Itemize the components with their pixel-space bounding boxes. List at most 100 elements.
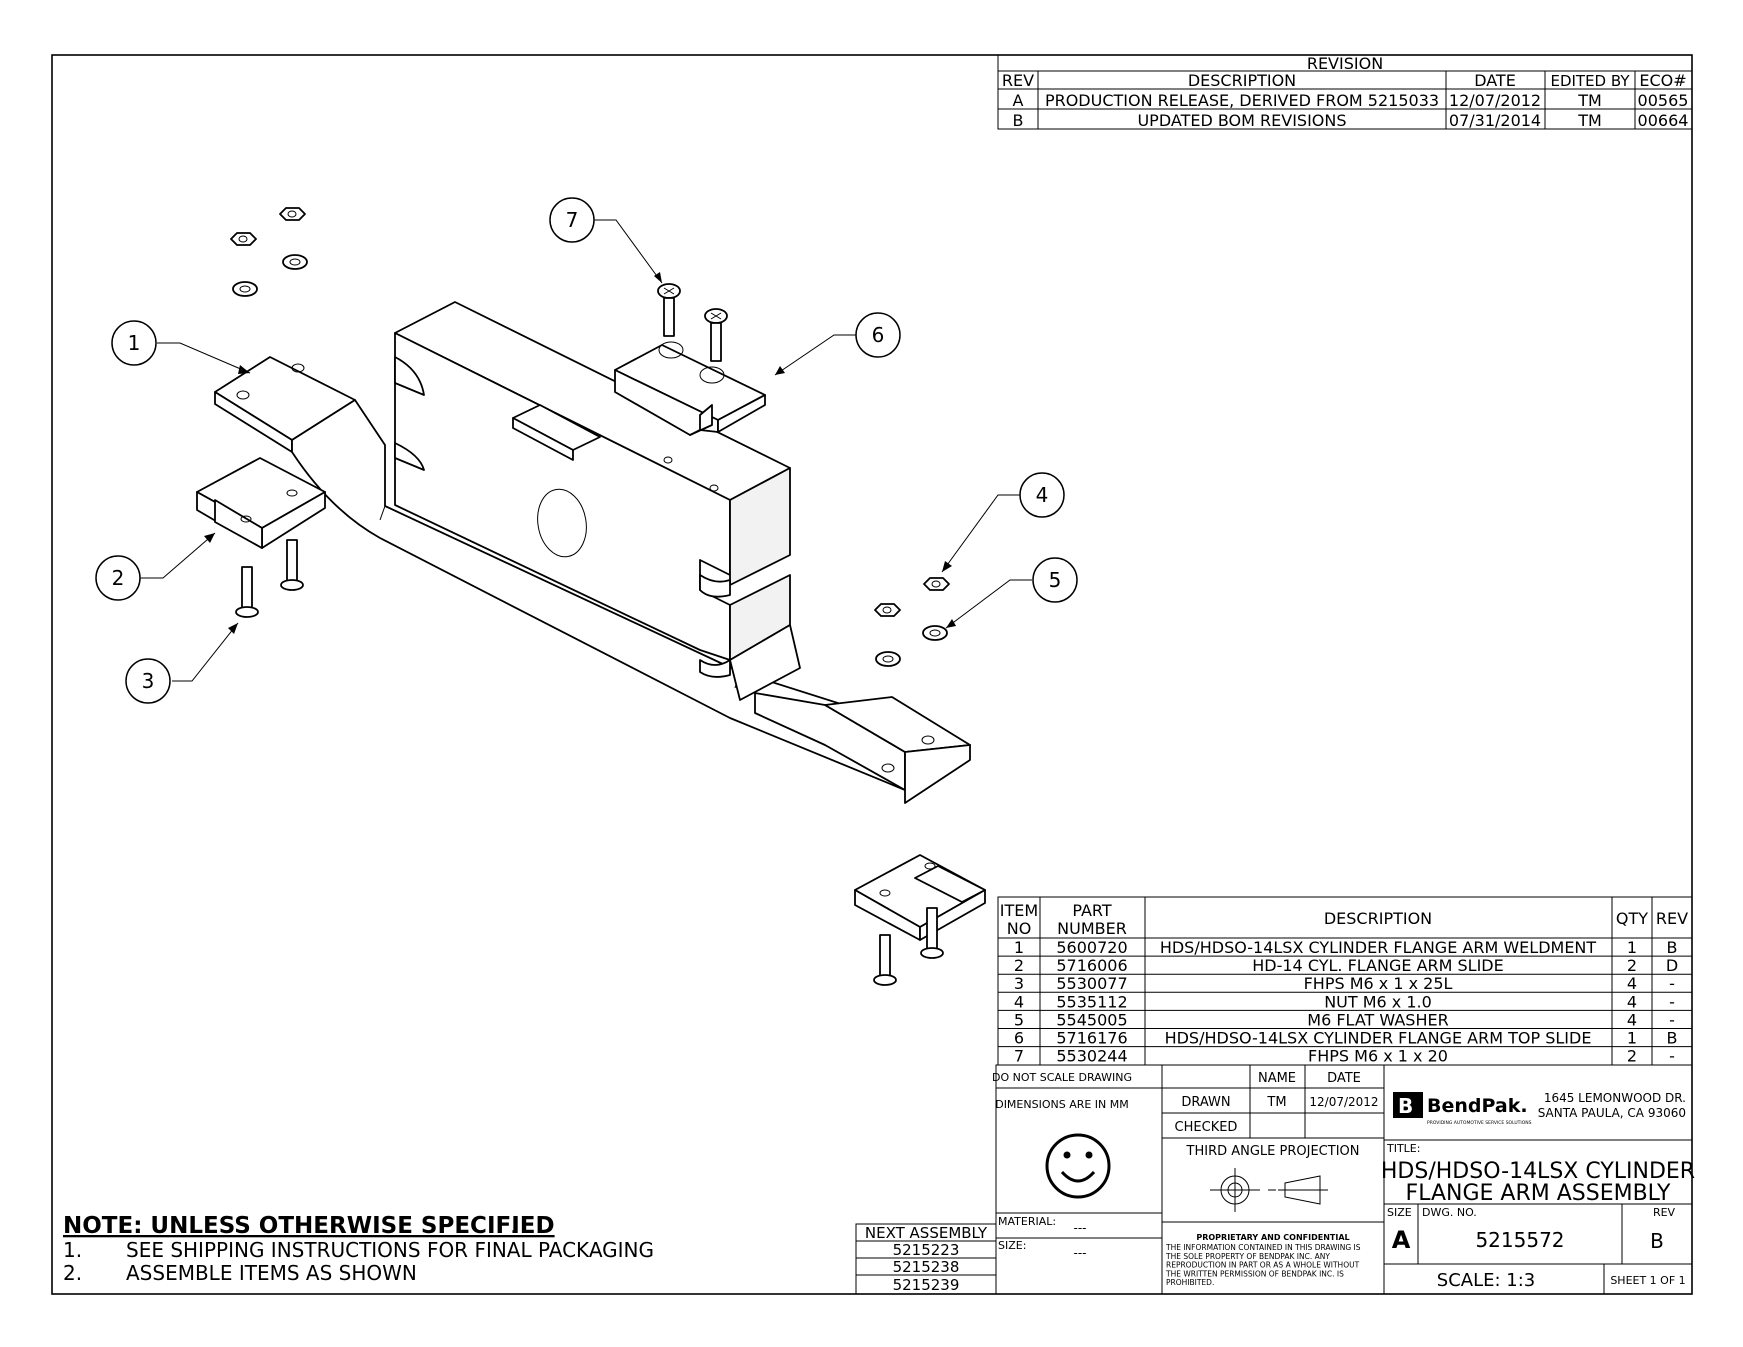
revision-cell: 00565: [1638, 91, 1689, 110]
bom-cell: 7: [1014, 1047, 1024, 1066]
bom-cell: HDS/HDSO-14LSX CYLINDER FLANGE ARM WELDM…: [1160, 938, 1597, 957]
bom-cell: 3: [1014, 974, 1024, 993]
bendpak-logo: B BendPak. PROVIDING AUTOMOTIVE SERVICE …: [1393, 1092, 1532, 1126]
drawing-title-line-2: FLANGE ARM ASSEMBLY: [1406, 1181, 1671, 1206]
sheet-number: SHEET 1 OF 1: [1610, 1274, 1685, 1287]
washer-right-a: [922, 625, 948, 641]
next-assembly-item: 5215223: [893, 1241, 960, 1259]
nut-right-b: [874, 603, 901, 617]
washer-top-left-b: [232, 281, 258, 297]
rev-header-eco: ECO#: [1639, 71, 1686, 90]
bom-cell: 5716176: [1056, 1029, 1127, 1048]
drawn-date: 12/07/2012: [1309, 1095, 1378, 1109]
name-header: NAME: [1258, 1071, 1296, 1086]
smiley-face-icon: [1045, 1133, 1111, 1199]
item-balloon: [549, 197, 595, 243]
bom-cell: -: [1669, 1047, 1675, 1066]
title-label: TITLE:: [1386, 1142, 1420, 1155]
projection-label: THIRD ANGLE PROJECTION: [1186, 1144, 1360, 1159]
address-line-2: SANTA PAULA, CA 93060: [1538, 1106, 1686, 1120]
bom-cell: 6: [1014, 1029, 1024, 1048]
next-assembly-item: 5215239: [893, 1276, 960, 1294]
drawing-title-line-1: HDS/HDSO-14LSX CYLINDER: [1381, 1159, 1695, 1184]
do-not-scale-note: DO NOT SCALE DRAWING: [992, 1071, 1132, 1084]
bom-cell: -: [1669, 1010, 1675, 1029]
size-label-left: SIZE:: [998, 1239, 1026, 1252]
bom-cell: 5530077: [1056, 974, 1127, 993]
bom-cell: FHPS M6 x 1 x 20: [1308, 1047, 1448, 1066]
rev-label: REV: [1653, 1206, 1676, 1219]
material-label: MATERIAL:: [998, 1215, 1056, 1228]
nut-top-left-b: [230, 232, 257, 246]
bom-cell: D: [1666, 956, 1678, 975]
bom-header-no: NO: [1007, 919, 1032, 938]
bom-cell: 5716006: [1056, 956, 1127, 975]
proprietary-line: THE INFORMATION CONTAINED IN THIS DRAWIN…: [1165, 1243, 1361, 1252]
bom-cell: 2: [1627, 1047, 1637, 1066]
notes-heading: NOTE: UNLESS OTHERWISE SPECIFIED: [63, 1213, 555, 1239]
bom-cell: 1: [1627, 1029, 1637, 1048]
dwg-no-label: DWG. NO.: [1422, 1206, 1477, 1219]
revision-cell: PRODUCTION RELEASE, DERIVED FROM 5215033: [1045, 91, 1439, 110]
scale-value: SCALE: 1:3: [1437, 1270, 1535, 1291]
rev-header-date: DATE: [1474, 71, 1516, 90]
flange-arm-slide-right: [854, 854, 986, 941]
item-balloon: [95, 555, 141, 601]
nut-top-left-a: [279, 207, 306, 221]
title-block: DO NOT SCALE DRAWING DIMENSIONS ARE IN M…: [992, 1064, 1695, 1295]
proprietary-line: REPRODUCTION IN PART OR AS A WHOLE WITHO…: [1166, 1261, 1360, 1270]
exploded-assembly-view: [196, 207, 986, 986]
bom-cell: M6 FLAT WASHER: [1307, 1010, 1448, 1029]
revision-cell: A: [1013, 91, 1024, 110]
bom-cell: 1: [1014, 938, 1024, 957]
bom-cell: HDS/HDSO-14LSX CYLINDER FLANGE ARM TOP S…: [1165, 1029, 1592, 1048]
weldment-base-plate: [214, 356, 971, 804]
bom-cell: 1: [1627, 938, 1637, 957]
logo-mark-b: B: [1398, 1094, 1413, 1118]
revision-cell: TM: [1577, 91, 1602, 110]
bom-header-description: DESCRIPTION: [1324, 909, 1432, 928]
revision-title: REVISION: [1307, 54, 1383, 73]
item-balloon-number: 3: [142, 669, 155, 693]
item-balloon: [1019, 472, 1065, 518]
screw-item-3-d: [920, 907, 944, 959]
bom-cell: 4: [1627, 974, 1637, 993]
date-header: DATE: [1327, 1071, 1361, 1086]
size-label: SIZE: [1387, 1206, 1412, 1219]
screw-item-3-c: [873, 934, 897, 986]
bom-cell: 5600720: [1056, 938, 1127, 957]
item-balloon-number: 1: [128, 331, 141, 355]
third-angle-projection-symbol: [1210, 1168, 1328, 1212]
bom-cell: -: [1669, 992, 1675, 1011]
revision-block: REVISION REV DESCRIPTION DATE EDITED BY …: [997, 54, 1693, 130]
item-balloon-number: 4: [1036, 483, 1049, 507]
bom-cell: 4: [1627, 992, 1637, 1011]
checked-label: CHECKED: [1175, 1120, 1238, 1135]
item-balloon-number: 2: [112, 566, 125, 590]
rev-header-rev: REV: [1002, 71, 1034, 90]
bom-cell: 2: [1014, 956, 1024, 975]
item-balloon: [855, 312, 901, 358]
revision-cell: TM: [1577, 111, 1602, 130]
bom-cell: 5: [1014, 1010, 1024, 1029]
revision-cell: 07/31/2014: [1449, 111, 1541, 130]
washer-top-left-a: [282, 254, 308, 270]
screw-item-7-a: [657, 283, 681, 337]
screw-item-3-b: [280, 539, 304, 591]
bom-cell: HD-14 CYL. FLANGE ARM SLIDE: [1252, 956, 1503, 975]
notes-heading-period: .: [510, 1213, 517, 1239]
logo-tagline: PROVIDING AUTOMOTIVE SERVICE SOLUTIONS: [1427, 1120, 1532, 1126]
revision-cell: UPDATED BOM REVISIONS: [1137, 111, 1346, 130]
bom-cell: 2: [1627, 956, 1637, 975]
proprietary-line: THE SOLE PROPERTY OF BENDPAK INC. ANY: [1165, 1252, 1330, 1261]
address-line-1: 1645 LEMONWOOD DR.: [1544, 1091, 1686, 1105]
bom-cell: B: [1667, 1029, 1678, 1048]
note-number: 1.: [63, 1238, 82, 1262]
note-number: 2.: [63, 1261, 82, 1285]
bom-cell: FHPS M6 x 1 x 25L: [1304, 974, 1453, 993]
bom-header-item: ITEM: [1000, 901, 1038, 920]
item-balloon-number: 5: [1049, 568, 1062, 592]
flange-arm-top-slide: [614, 341, 766, 436]
drawn-label: DRAWN: [1181, 1095, 1230, 1110]
bom-cell: -: [1669, 974, 1675, 993]
